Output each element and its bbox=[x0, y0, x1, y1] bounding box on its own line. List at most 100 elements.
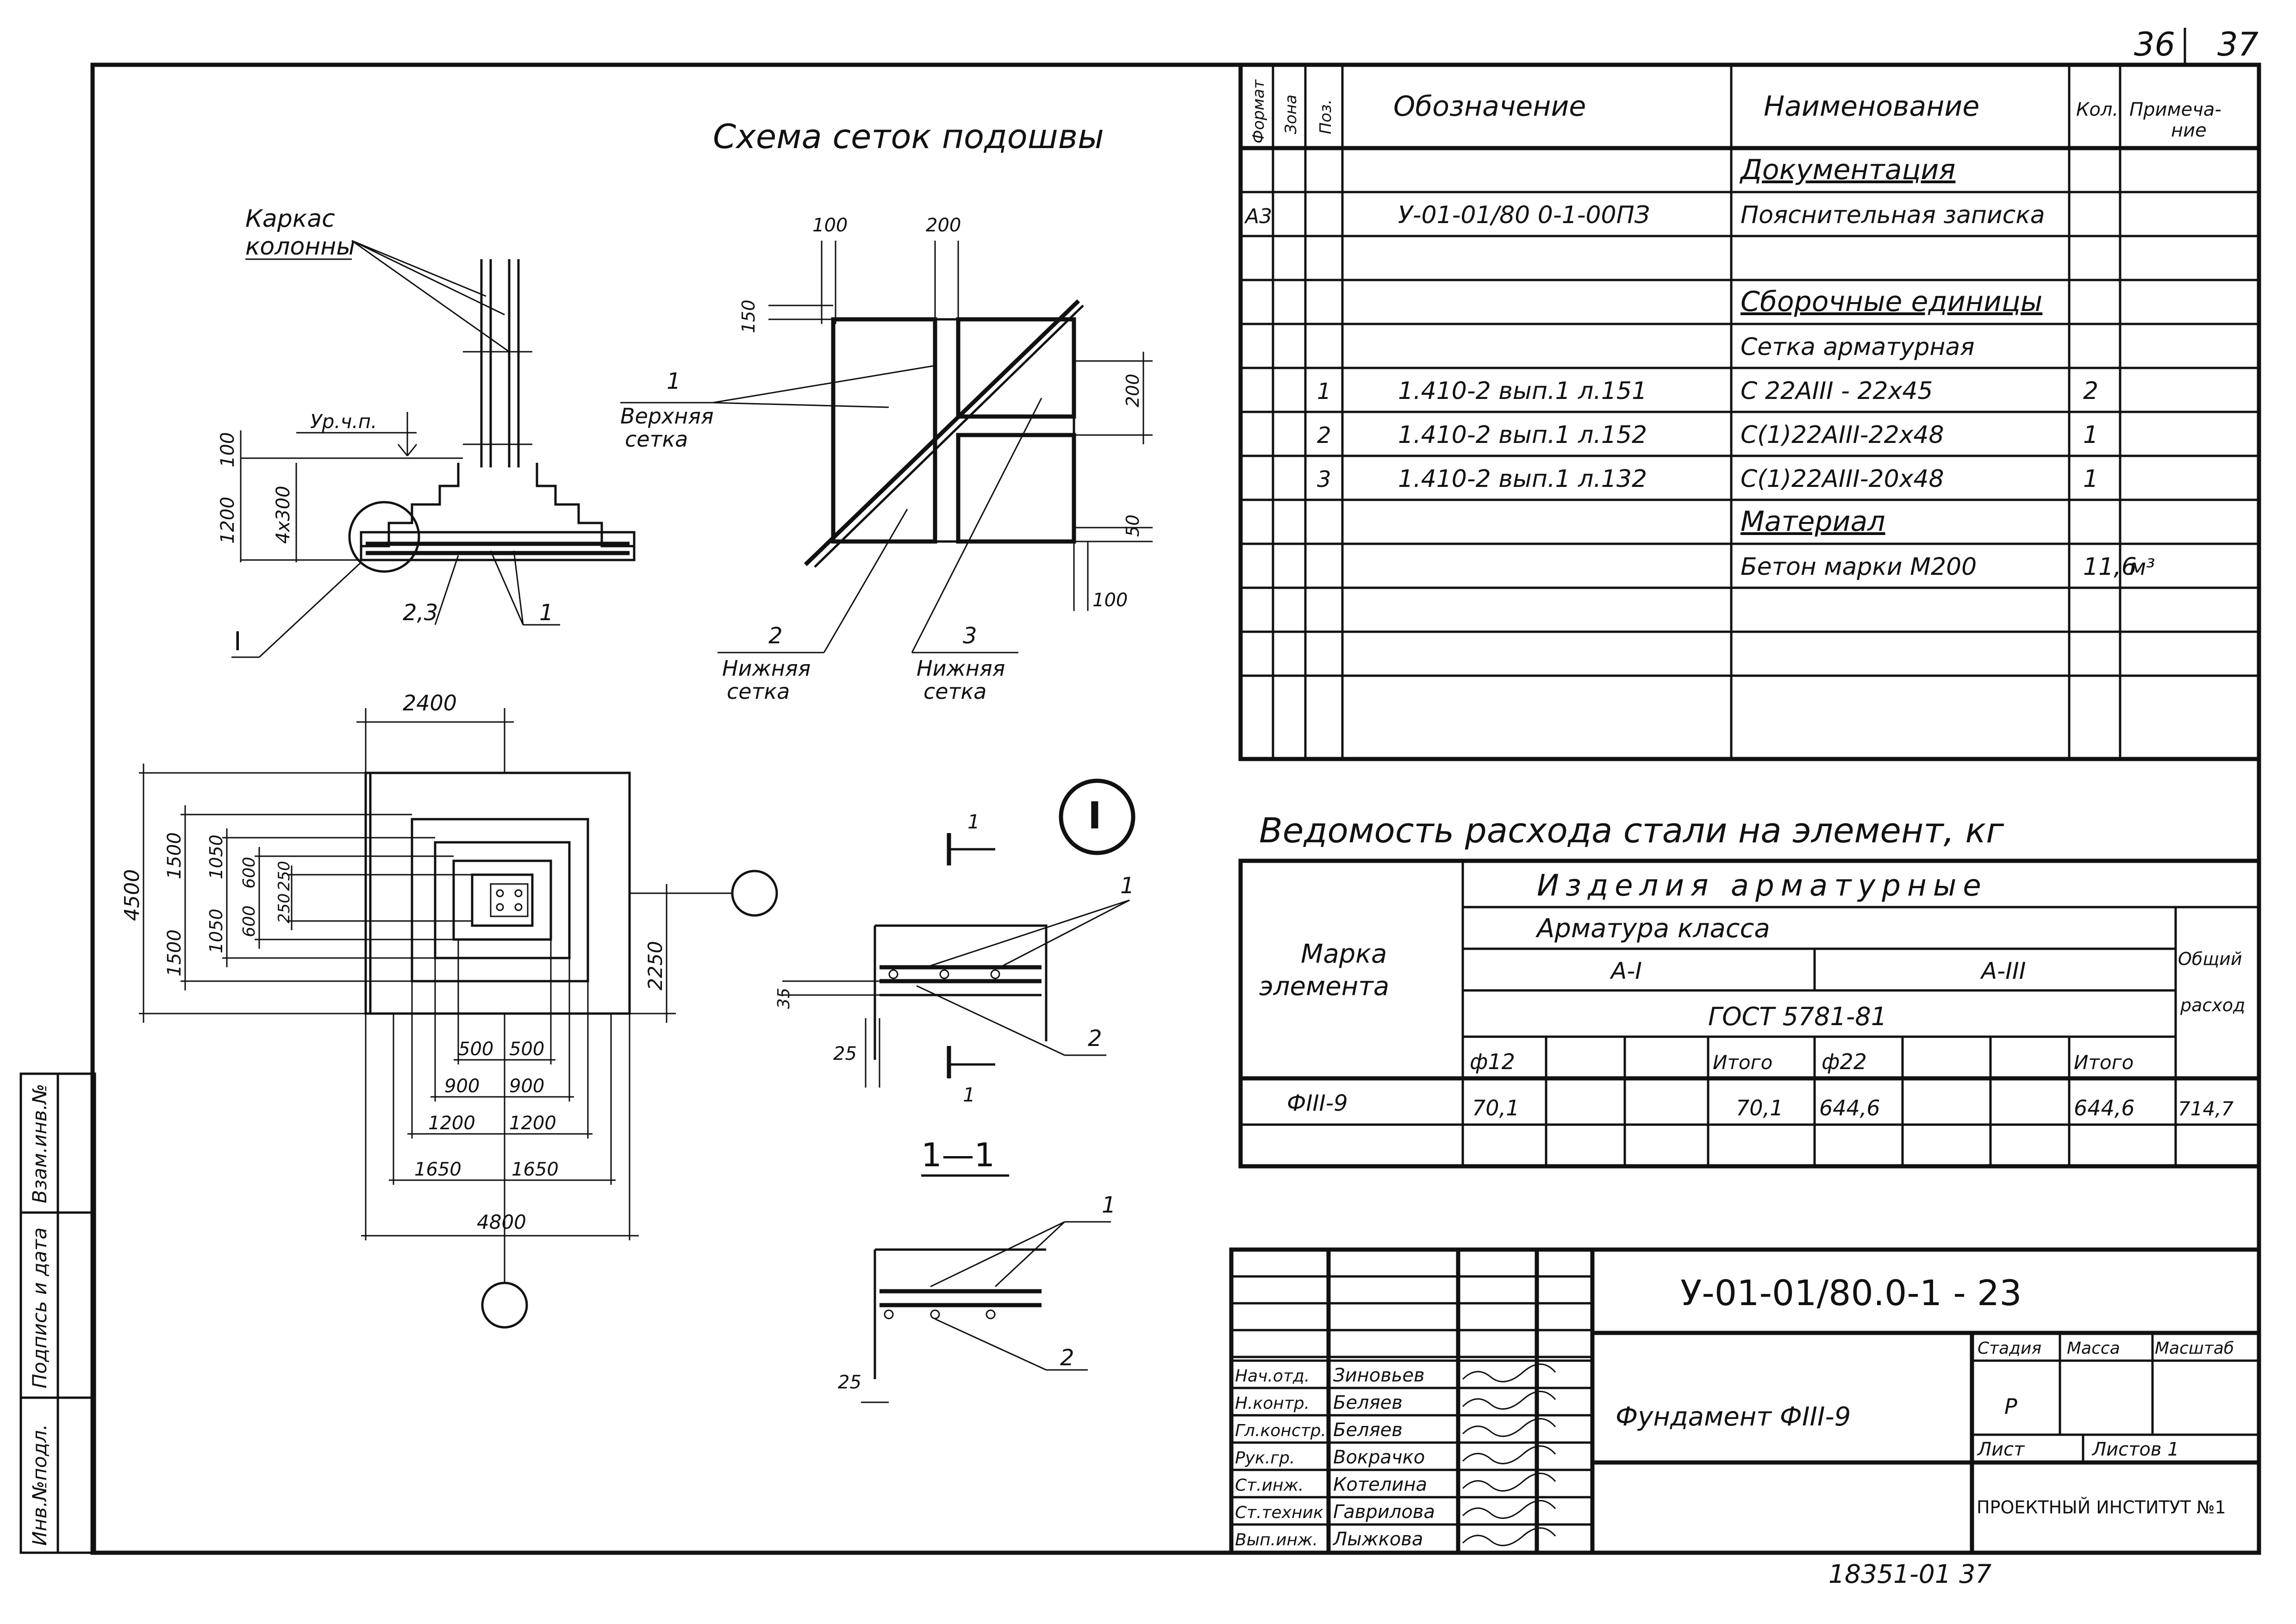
tb-person-name: Котелина bbox=[1333, 1474, 1427, 1495]
spec-row-naim: С(1)22АIII-20x48 bbox=[1741, 465, 1944, 493]
steel-r-total: 714,7 bbox=[2178, 1097, 2234, 1120]
spec-h-naimen: Наименование bbox=[1764, 90, 1979, 123]
mesh-2-label-2: сетка bbox=[727, 679, 790, 704]
dim-1500-bottom: 1500 bbox=[164, 929, 185, 977]
signature-scribble bbox=[1462, 1363, 1556, 1382]
cut-1-bottom: 1 bbox=[963, 1083, 975, 1106]
side-podpis: Подпись и дата bbox=[28, 1227, 51, 1388]
cut-1-top: 1 bbox=[967, 810, 980, 833]
mesh-3-label-2: сетка bbox=[923, 679, 986, 704]
spec-row-kol: 1 bbox=[2083, 465, 2098, 493]
node-I-marker bbox=[1059, 778, 1136, 855]
dim-1200-left: 1200 bbox=[428, 1113, 475, 1134]
dim-200-right: 200 bbox=[1123, 373, 1143, 407]
foundation-plan: 2400 4500 1500 1500 1050 1050 600 600 25… bbox=[120, 691, 778, 1329]
dim-1050-top: 1050 bbox=[206, 834, 226, 879]
spec-row-naim: С(1)22АIII-22x48 bbox=[1741, 421, 1944, 449]
steel-h-armatura: Арматура классa bbox=[1535, 914, 1770, 944]
steel-h-f22: ф22 bbox=[1822, 1049, 1867, 1074]
tb-person-name: Лыжкова bbox=[1332, 1529, 1423, 1550]
dim-1500-top: 1500 bbox=[164, 832, 185, 879]
dim-1650-right: 1650 bbox=[512, 1159, 559, 1180]
steel-r-f12: 70,1 bbox=[1472, 1095, 1519, 1120]
tb-role: Н.контр. bbox=[1235, 1394, 1310, 1413]
dim-600-top: 600 bbox=[240, 857, 259, 889]
mesh-top-num: 1 bbox=[667, 368, 681, 394]
tb-person-name: Беляев bbox=[1333, 1392, 1403, 1413]
dim-150: 150 bbox=[738, 299, 759, 333]
spec-row-poz: 1 bbox=[1317, 379, 1331, 404]
dim-35: 35 bbox=[774, 988, 793, 1009]
spec-row-naim: Сетка арматурная bbox=[1741, 333, 1975, 361]
steel-h-gost: ГОСТ 5781-81 bbox=[1708, 1002, 1887, 1031]
tb-role: Ст.техник bbox=[1235, 1503, 1323, 1522]
steel-r-marka: ФIII-9 bbox=[1287, 1090, 1348, 1116]
dim-25: 25 bbox=[833, 1043, 857, 1064]
steel-h-marka-2: элемента bbox=[1259, 971, 1389, 1002]
dim-900-right: 900 bbox=[509, 1076, 544, 1097]
spec-row-poz: 3 bbox=[1317, 467, 1331, 492]
callout-1: 1 bbox=[539, 600, 554, 626]
foundation-elevation: Каркас колонны Ур.ч.п. 100 1200 4x300 bbox=[217, 205, 636, 658]
dim-600-bottom: 600 bbox=[240, 905, 259, 937]
tb-org: ПРОЕКТНЫЙ ИНСТИТУТ №1 bbox=[1977, 1497, 2226, 1518]
dim-1650-left: 1650 bbox=[414, 1159, 462, 1180]
tb-list-h: Лист bbox=[1977, 1439, 2025, 1460]
spec-row-oboz: 1.410-2 вып.1 л.132 bbox=[1398, 465, 1647, 493]
spec-row-kol: 1 bbox=[2083, 421, 2098, 449]
tb-code: У-01-01/80.0-1 - 23 bbox=[1680, 1272, 2022, 1313]
side-inv-podl: Инв.№подл. bbox=[28, 1424, 51, 1546]
axis-circle-bottom bbox=[481, 1282, 528, 1329]
karkas-label-2: колонны bbox=[245, 233, 355, 261]
tb-role: Рук.гр. bbox=[1235, 1449, 1295, 1468]
spec-row-naim: Бетон марки М200 bbox=[1741, 553, 1977, 581]
spec-h-prim-1: Примеча- bbox=[2129, 99, 2221, 120]
dim-1050-bottom: 1050 bbox=[206, 908, 226, 953]
signature-scribble bbox=[1462, 1500, 1556, 1519]
tb-stadia-v: Р bbox=[2004, 1394, 2017, 1419]
signature-scribble bbox=[1462, 1473, 1556, 1492]
tb-person-name: Зиновьев bbox=[1333, 1365, 1425, 1386]
steel-h-total-1: Общий bbox=[2178, 949, 2242, 969]
mesh-top-label-1: Верхняя bbox=[620, 404, 714, 429]
steel-h-marka-1: Марка bbox=[1301, 939, 1387, 969]
spec-row-naim: Пояснительная записка bbox=[1741, 201, 2045, 229]
dim-500-right: 500 bbox=[509, 1039, 544, 1060]
spec-row-kol: 11,6 bbox=[2083, 553, 2137, 581]
dim-500-left: 500 bbox=[458, 1039, 493, 1060]
spec-h-poz: Поз. bbox=[1316, 100, 1335, 134]
steel-r-f22: 644,6 bbox=[1819, 1095, 1880, 1120]
section-callout-1: 1 bbox=[1102, 1192, 1116, 1218]
spec-row-naim: Документация bbox=[1739, 154, 1955, 186]
steel-schedule: Ведомость расхода стали на элемент, кг И… bbox=[1238, 811, 2261, 1169]
dim-100-top: 100 bbox=[812, 215, 848, 236]
dim-900-left: 900 bbox=[444, 1076, 480, 1097]
dim-50: 50 bbox=[1123, 515, 1143, 537]
signature-scribble bbox=[1462, 1418, 1556, 1437]
dim-200-top: 200 bbox=[926, 215, 961, 236]
signature-scribble bbox=[1462, 1391, 1556, 1410]
side-strip: Взам.инв.№ Подпись и дата Инв.№подл. bbox=[19, 1072, 96, 1554]
callout-I: I bbox=[234, 627, 242, 657]
spec-row-oboz: 1.410-2 вып.1 л.151 bbox=[1398, 377, 1647, 405]
tb-name: Фундамент ФIII-9 bbox=[1616, 1402, 1851, 1432]
tb-stadia-h: Стадия bbox=[1978, 1339, 2041, 1358]
page-number-left: 36 bbox=[2134, 25, 2175, 63]
spec-row-naim: Сборочные единицы bbox=[1741, 286, 2042, 318]
spec-row-poz: 2 bbox=[1317, 423, 1331, 448]
tb-person-name: Гаврилова bbox=[1333, 1501, 1435, 1523]
steel-title: Ведомость расхода стали на элемент, кг bbox=[1259, 811, 2004, 851]
steel-h-f12: ф12 bbox=[1470, 1049, 1515, 1074]
steel-r-itogo1: 70,1 bbox=[1736, 1095, 1783, 1120]
spec-h-oboznach: Обозначение bbox=[1393, 90, 1586, 123]
tb-role: Вып.инж. bbox=[1235, 1531, 1318, 1549]
spec-table: Формат Зона Поз. Обозначение Наименовани… bbox=[1238, 62, 2261, 761]
spec-h-format: Формат bbox=[1249, 79, 1268, 143]
mesh-scheme: 100 200 150 200 50 100 1 Верхняя сетка 2… bbox=[620, 215, 1153, 704]
steel-h-itogo-1: Итого bbox=[1713, 1051, 1772, 1074]
spec-h-prim-2: ние bbox=[2171, 120, 2207, 141]
section-1-1-label: 1—1 bbox=[921, 1136, 995, 1174]
dim-100-bottom: 100 bbox=[1092, 590, 1128, 611]
tb-listov-h: Листов 1 bbox=[2091, 1439, 2179, 1460]
